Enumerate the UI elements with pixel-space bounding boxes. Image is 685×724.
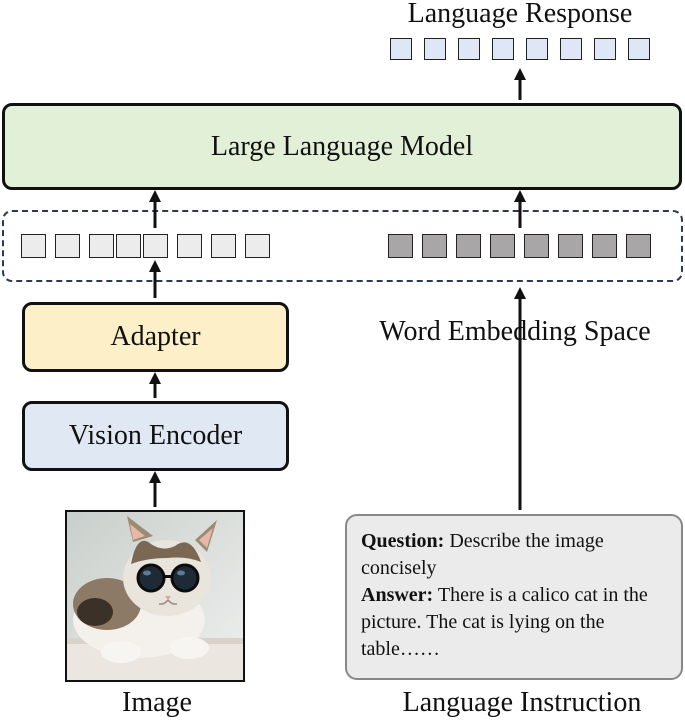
response-token <box>526 38 548 60</box>
visual-token <box>143 234 168 258</box>
visual-token <box>21 234 46 258</box>
response-token <box>594 38 616 60</box>
text-token <box>626 234 651 258</box>
visual-token <box>211 234 236 258</box>
text-token <box>524 234 549 258</box>
adapter-box: Adapter <box>22 302 289 372</box>
token-sequence-region <box>2 210 683 282</box>
visual-token <box>116 234 141 258</box>
adapter-label: Adapter <box>110 321 201 352</box>
llm-label: Large Language Model <box>210 130 474 162</box>
text-token <box>558 234 583 258</box>
text-token <box>422 234 447 258</box>
text-token <box>490 234 515 258</box>
image-label: Image <box>122 687 192 718</box>
response-token <box>424 38 446 60</box>
response-token <box>628 38 650 60</box>
answer-text: There is a calico cat in the picture. Th… <box>361 584 648 660</box>
text-token <box>592 234 617 258</box>
cat-image <box>65 510 245 682</box>
language-instruction-box: Question: Describe the image concisely A… <box>345 514 683 680</box>
language-instruction-label: Language Instruction <box>402 687 642 718</box>
llm-box: Large Language Model <box>2 103 682 190</box>
response-token <box>492 38 514 60</box>
visual-token <box>177 234 202 258</box>
visual-token <box>245 234 270 258</box>
word-embedding-space-label: Word Embedding Space <box>379 316 651 347</box>
response-token <box>390 38 412 60</box>
visual-token <box>89 234 114 258</box>
answer-label: Answer: <box>361 584 434 606</box>
question-text: Describe the image concisely <box>361 530 604 579</box>
response-token <box>560 38 582 60</box>
response-token <box>458 38 480 60</box>
text-token <box>388 234 413 258</box>
cat-illustration <box>67 512 243 680</box>
vision-encoder-box: Vision Encoder <box>22 401 289 471</box>
language-response-label: Language Response <box>407 0 633 29</box>
text-token <box>456 234 481 258</box>
visual-token <box>55 234 80 258</box>
vision-encoder-label: Vision Encoder <box>68 420 243 451</box>
question-label: Question: <box>361 530 445 552</box>
